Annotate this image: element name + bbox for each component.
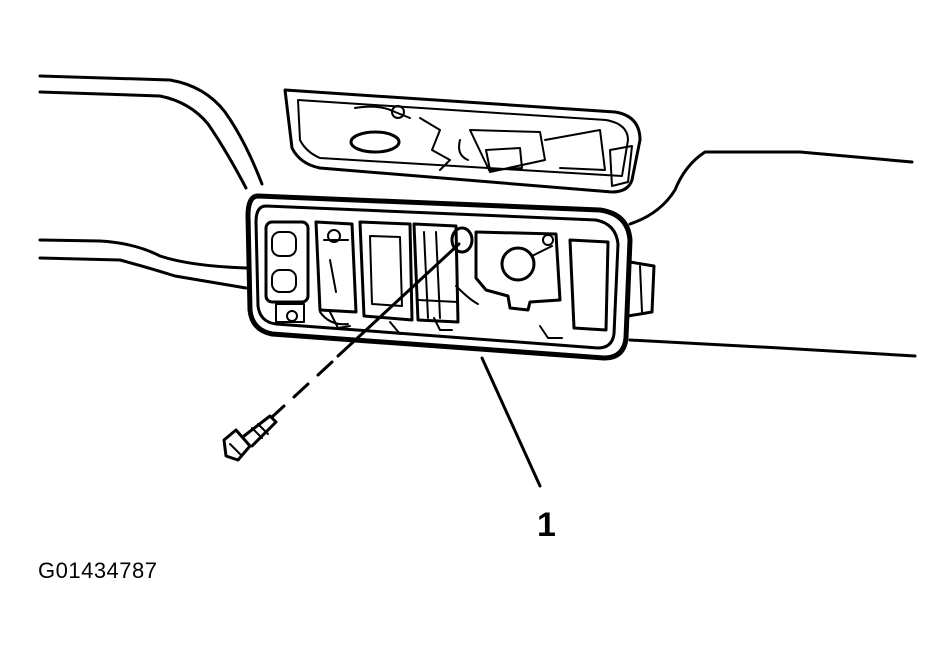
install-path-solid (336, 242, 461, 358)
headliner-panel (38, 74, 917, 358)
figure-id: G01434787 (38, 558, 158, 583)
install-path-dash-3 (270, 404, 286, 419)
install-path-dash-1 (316, 360, 334, 377)
callout-leader-line (480, 356, 542, 488)
bulb (500, 246, 536, 282)
dome-lamp-housing (245, 193, 656, 361)
screw-head (222, 428, 252, 462)
lens-right (568, 238, 610, 332)
install-path-dash-2 (292, 382, 310, 399)
bulb-socket (474, 230, 562, 312)
lamp-switch (264, 220, 310, 304)
roof-hole (349, 130, 401, 154)
screw-shank (242, 414, 278, 448)
screw-hole (450, 226, 474, 254)
callout-1-label: 1 (537, 506, 556, 544)
lens-left (358, 220, 414, 322)
roof-opening (283, 88, 642, 194)
wiring-connector (469, 129, 546, 173)
screw-assembly (222, 242, 461, 462)
